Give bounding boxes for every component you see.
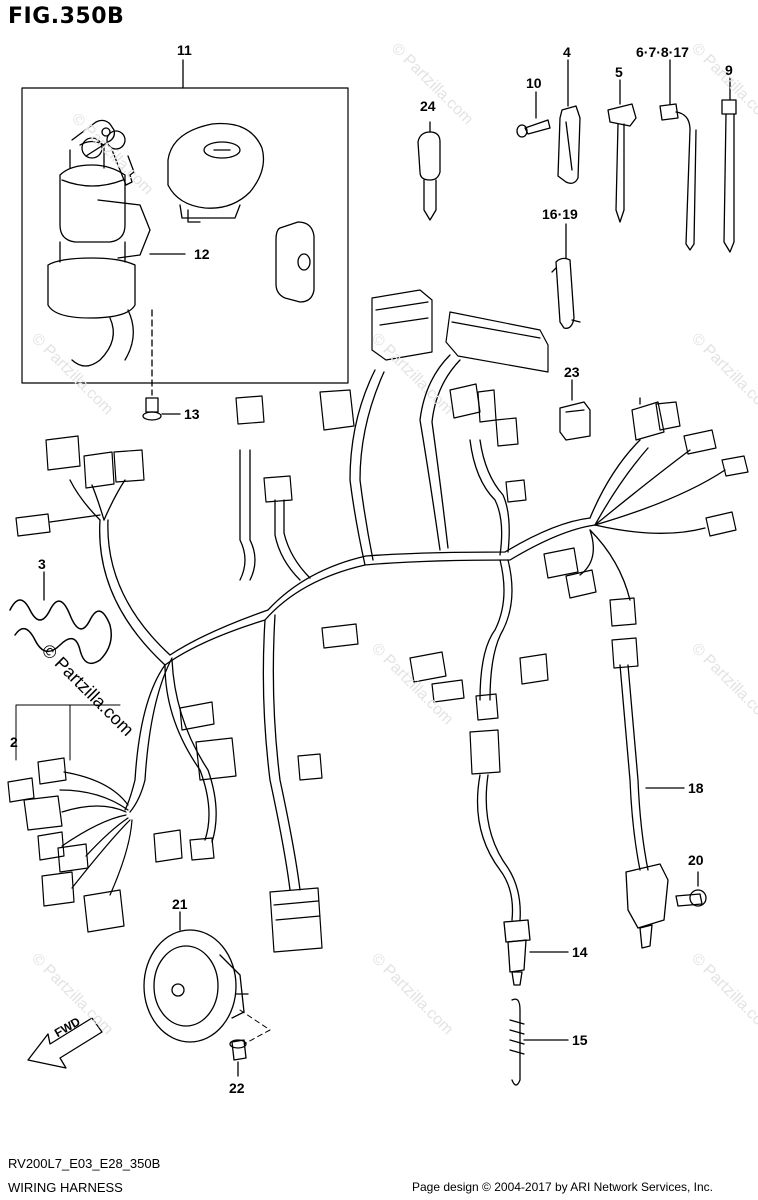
spring-15	[509, 998, 525, 1086]
model-code: RV200L7_E03_E28_350B	[8, 1156, 161, 1171]
callout-3: 3	[38, 556, 46, 572]
leader-2	[15, 704, 121, 761]
callout-9: 9	[725, 62, 733, 78]
callout-21: 21	[172, 896, 188, 912]
tie-6	[659, 103, 697, 251]
callout-6: 6·7·8·17	[636, 44, 689, 60]
callout-13: 13	[184, 406, 200, 422]
clamp-16-19	[551, 257, 581, 329]
sub-harness-2	[7, 757, 133, 933]
callout-20: 20	[688, 852, 704, 868]
screw-10	[516, 119, 551, 138]
cover-23	[559, 401, 591, 441]
sensor-14	[476, 774, 531, 986]
screw-13	[142, 397, 162, 421]
horn-21	[143, 929, 249, 1043]
callout-22: 22	[229, 1080, 245, 1096]
tie-9	[721, 99, 737, 253]
callout-5: 5	[615, 64, 623, 80]
fuel-cap-lock	[167, 122, 265, 223]
copyright: Page design © 2004-2017 by ARI Network S…	[412, 1180, 714, 1194]
key-24	[417, 131, 441, 221]
callout-14: 14	[572, 944, 588, 960]
callout-15: 15	[572, 1032, 588, 1048]
callout-12: 12	[194, 246, 210, 262]
figure-name: WIRING HARNESS	[8, 1180, 123, 1195]
coil-3	[9, 599, 112, 665]
callout-4: 4	[563, 44, 571, 60]
leader-21-22	[239, 1009, 271, 1045]
callout-24: 24	[420, 98, 436, 114]
switch-18	[619, 664, 669, 949]
fwd-arrow	[27, 1017, 103, 1069]
callout-23: 23	[564, 364, 580, 380]
clamp-4	[557, 105, 581, 184]
ignition-switch	[47, 137, 151, 367]
callout-2: 2	[10, 734, 18, 750]
harness-connectors	[15, 289, 749, 953]
ignition-set-box	[21, 87, 349, 384]
seat-lock	[275, 221, 315, 303]
figure-title: FIG.350B	[8, 4, 125, 29]
callout-10: 10	[526, 75, 542, 91]
screw-20	[675, 889, 707, 907]
ignition-keys	[71, 119, 135, 186]
main-harness	[49, 354, 726, 891]
callout-16: 16·19	[542, 206, 578, 222]
tie-5	[607, 103, 637, 223]
screw-22	[229, 1039, 247, 1061]
callout-18: 18	[688, 780, 704, 796]
callout-1: 11	[177, 42, 192, 58]
